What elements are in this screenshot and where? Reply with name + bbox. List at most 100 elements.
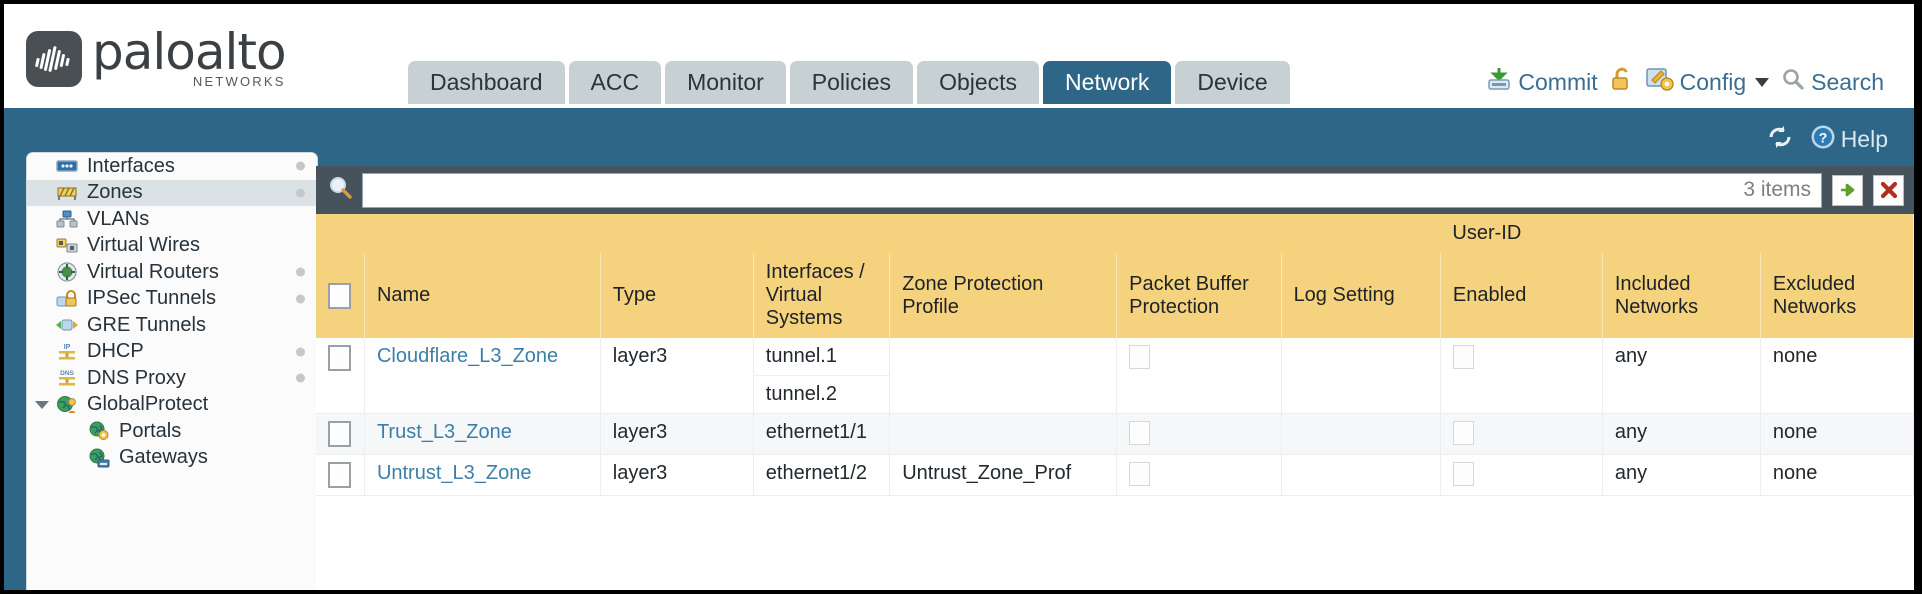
column-interfaces-virtual-systems[interactable]: Interfaces / Virtual Systems [753,253,891,338]
sidebar-item-interfaces[interactable]: Interfaces [27,153,317,180]
select-all-checkbox[interactable] [328,282,351,309]
column-type[interactable]: Type [600,253,754,338]
table-group-header-row: User-ID [316,214,1914,253]
tab-objects[interactable]: Objects [917,61,1040,104]
cell-userid-enabled[interactable] [1440,454,1603,496]
packet-buffer-checkbox[interactable] [1129,421,1151,445]
interface-entry: tunnel.2 [765,383,837,405]
config-button[interactable]: Config [1645,66,1770,98]
table-row[interactable]: Trust_L3_Zone layer3 ethernet1/1 any non… [316,413,1914,455]
table-row[interactable]: Cloudflare_L3_Zone layer3 tunnel.1 tunne… [316,338,1914,414]
sidebar-item-ipsec-tunnels[interactable]: IPSec Tunnels [27,286,317,313]
refresh-button[interactable] [1766,124,1794,155]
search-button[interactable]: Search [1781,67,1884,97]
column-userid-enabled[interactable]: Enabled [1440,253,1603,338]
sidebar-item-vlans[interactable]: VLANs [27,206,317,233]
lock-button[interactable] [1610,66,1634,98]
tab-policies[interactable]: Policies [789,61,914,104]
table-row[interactable]: Untrust_L3_Zone layer3 ethernet1/2 Untru… [316,454,1914,496]
row-checkbox[interactable] [328,421,351,447]
banner-actions: ? Help [1766,124,1888,155]
cell-interfaces: ethernet1/2 [753,454,891,496]
zone-link[interactable]: Cloudflare_L3_Zone [376,345,559,367]
commit-button[interactable]: Commit [1486,66,1598,98]
packet-buffer-checkbox[interactable] [1129,345,1151,369]
sidebar-item-label: Gateways [119,446,208,469]
cell-zone-protection-profile [889,338,1118,414]
column-zone-protection-profile[interactable]: Zone Protection Profile [889,253,1118,338]
select-all-header [316,253,365,338]
sidebar-item-dhcp[interactable]: IP DHCP [27,339,317,366]
table-header-row: Name Type Interfaces / Virtual Systems Z… [316,253,1914,338]
zone-link[interactable]: Untrust_L3_Zone [376,462,532,484]
cell-excluded-networks: none [1760,413,1914,455]
column-name[interactable]: Name [364,253,601,338]
cell-packet-buffer-protection[interactable] [1116,454,1282,496]
search-label: Search [1811,68,1884,95]
sub-banner: ? Help [4,108,1914,166]
help-button[interactable]: ? Help [1810,124,1888,155]
expander-triangle-icon[interactable] [35,400,49,409]
cell-excluded-networks: none [1760,338,1914,414]
commit-label: Commit [1518,68,1598,95]
cell-name[interactable]: Untrust_L3_Zone [364,454,601,496]
filter-search-icon[interactable] [328,175,354,206]
cell-log-setting [1281,338,1441,414]
cell-name[interactable]: Trust_L3_Zone [364,413,601,455]
row-select-cell[interactable] [316,413,365,455]
sidebar-item-gateways[interactable]: Gateways [27,445,317,472]
userid-enabled-checkbox[interactable] [1452,462,1474,486]
row-select-cell[interactable] [316,338,365,414]
status-dot [296,267,305,277]
column-log-setting[interactable]: Log Setting [1281,253,1441,338]
sidebar-item-virtual-routers[interactable]: Virtual Routers [27,259,317,286]
zone-link[interactable]: Trust_L3_Zone [376,421,512,443]
sidebar-item-zones[interactable]: Zones [27,179,317,206]
packet-buffer-checkbox[interactable] [1129,462,1151,486]
sidebar-item-dns-proxy[interactable]: DNS DNS Proxy [27,365,317,392]
column-packet-buffer-protection[interactable]: Packet Buffer Protection [1116,253,1282,338]
tab-acc[interactable]: ACC [568,61,662,104]
tab-dashboard[interactable]: Dashboard [408,61,565,104]
interfaces-icon [55,156,79,176]
main-nav-tabs: Dashboard ACC Monitor Policies Objects N… [408,61,1294,104]
tab-monitor[interactable]: Monitor [665,61,786,104]
sidebar-item-label: DHCP [87,340,144,363]
cell-zone-protection-profile: Untrust_Zone_Prof [889,454,1118,496]
main-panel: 3 items [316,166,1914,590]
zones-table-wrap: User-ID Name Type Interfaces / Virtual S… [316,214,1914,590]
sidebar-item-portals[interactable]: Portals [27,418,317,445]
sidebar-item-virtual-wires[interactable]: Virtual Wires [27,233,317,260]
filter-input-wrap[interactable]: 3 items [362,172,1822,208]
row-select-cell[interactable] [316,454,365,496]
cell-packet-buffer-protection[interactable] [1116,413,1282,455]
cell-log-setting [1281,454,1441,496]
clear-filter-button[interactable] [1873,174,1904,206]
commit-icon [1486,66,1512,98]
virtual-routers-icon [55,262,79,282]
row-checkbox[interactable] [328,462,351,488]
row-checkbox[interactable] [328,345,351,371]
cell-type: layer3 [600,338,754,414]
sidebar-item-globalprotect[interactable]: GlobalProtect [27,392,317,419]
sidebar-item-label: Zones [87,181,143,204]
sidebar-item-label: GlobalProtect [87,393,209,416]
userid-enabled-checkbox[interactable] [1452,345,1474,369]
cell-interfaces: ethernet1/1 [753,413,891,455]
tab-network[interactable]: Network [1043,61,1172,104]
apply-filter-button[interactable] [1832,174,1863,206]
tab-device[interactable]: Device [1175,61,1290,104]
cell-userid-enabled[interactable] [1440,413,1603,455]
cell-packet-buffer-protection[interactable] [1116,338,1282,414]
search-input[interactable] [363,175,1744,205]
network-sidebar[interactable]: Interfaces Zones VLANs Virtual Wires [26,152,318,590]
item-count-label: 3 items [1743,178,1811,201]
cell-userid-enabled[interactable] [1440,338,1603,414]
userid-enabled-checkbox[interactable] [1452,421,1474,445]
column-included-networks[interactable]: Included Networks [1602,253,1761,338]
column-excluded-networks[interactable]: Excluded Networks [1760,253,1914,338]
cell-name[interactable]: Cloudflare_L3_Zone [364,338,601,414]
help-icon: ? [1810,124,1836,155]
cell-interfaces: tunnel.1 tunnel.2 [753,338,891,414]
sidebar-item-gre-tunnels[interactable]: GRE Tunnels [27,312,317,339]
